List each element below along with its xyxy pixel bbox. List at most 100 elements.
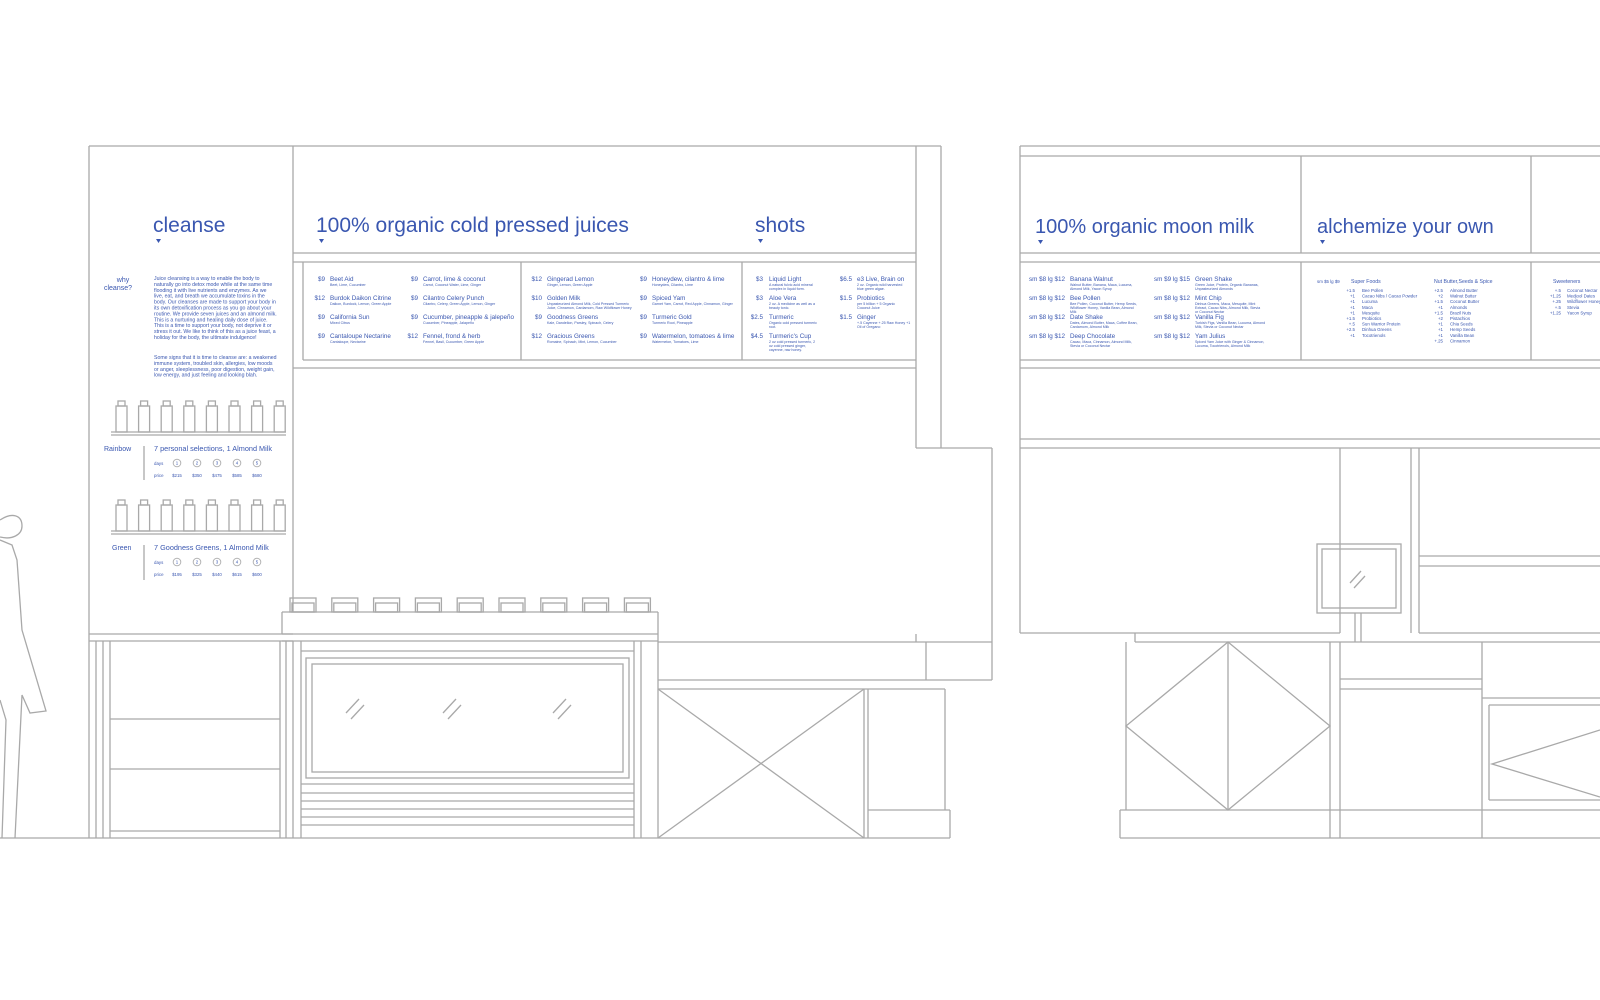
addon-name: Walnut Butter [1450,294,1477,299]
moon-milk-title: 100% organic moon milk [1035,216,1255,238]
day-number: 4 [236,461,239,466]
menu-item-ingredients: Unpasteurized Almonds [1195,287,1233,291]
menu-item-name: Banana Walnut [1070,276,1113,283]
menu-item-name: Carrot, lime & coconut [423,276,486,283]
menu-item-price: $9 [640,314,648,321]
rainbow-desc: 7 personal selections, 1 Almond Milk [154,444,272,453]
menu-item-ingredients: Milk, Stevia or Coconut Nectar [1195,325,1244,329]
register-counter [657,634,992,838]
menu-item-name: Probiotics [857,295,885,302]
why-cleanse-label-2: cleanse? [104,285,132,292]
addon-name: Almonds [1450,305,1468,310]
menu-item-name: Golden Milk [547,295,581,302]
menu-item-price: sm $8 lg $12 [1029,333,1066,340]
case-bottle [372,597,401,613]
addon-price: +1 [1438,327,1444,332]
juice-bottle [183,499,196,532]
addon-name: Chia Seeds [1450,322,1474,327]
juice-bottle [273,400,286,433]
addon-price: +1 [1350,310,1356,315]
menu-item-price: $9 [318,314,326,321]
cleanse-price: $475 [212,473,222,478]
day-circle [232,557,242,567]
menu-item-ingredients: 2 oz cold pressed turmeric, 2 [769,340,815,344]
menu-item-ingredients: Green Juice, Protein, Organic Bananas, [1195,283,1259,287]
addon-price: +1 [1350,294,1356,299]
menu-item-ingredients: Spiced Yam Juice with Ginger & Cinnamon, [1195,340,1264,344]
menu-item-name: Turmeric Gold [652,314,692,321]
cleanse-price: $350 [192,473,202,478]
menu-item-ingredients: Ginger, Lemon, Green Apple [547,283,593,287]
addon-name: Yacon Syrup [1567,310,1592,315]
case-bottle [331,597,359,613]
juice-bottle [160,400,173,433]
menu-item-ingredients: Watermelon, Tomatoes, Lime [652,340,699,344]
menu-item-name: Cantaloupe Nectarine [330,333,391,340]
menu-item-price: sm $8 lg $12 [1154,333,1191,340]
alchemize-title: alchemize your own [1317,216,1494,238]
menu-item-price: $9 [318,276,326,283]
menu-item-price: $2.5 [751,314,764,321]
caret-down-icon [319,239,324,243]
menu-item-price: $9 [411,295,419,302]
menu-item-price: sm $8 lg $12 [1029,314,1066,321]
addon-price: +2 [1438,316,1444,321]
left-cabinet [89,633,293,838]
cleanse-price: $440 [212,572,222,577]
menu-item-ingredients: Dates, Almond Butter, Maca, Coffee Bean, [1070,321,1137,325]
addon-name: Pistachios [1450,316,1471,321]
cleanse-title: cleanse [153,214,225,237]
why-cleanse-label-1: why [116,277,130,284]
menu-item-ingredients: per 5 billion + 5 Organic [857,302,895,306]
menu-item-ingredients: Cantaloupe, Nectarine [330,340,366,344]
right-elevation-linework [1019,145,1600,839]
day-circle [212,458,222,468]
addon-name: Medjool Dates [1567,294,1596,299]
green-days-label: days [154,560,164,565]
day-circle [192,557,202,567]
menu-item-name: Aloe Vera [769,295,797,302]
case-bottle [498,597,526,613]
addon-name: Wildflower Honey [1567,299,1600,304]
cleanse-body-line: routine. We provide seven juices and an … [154,311,277,317]
menu-item-ingredients: Dinhua Greens, Maca, Mesquite, Mint [1195,302,1255,306]
menu-item-price: sm $8 lg $12 [1029,295,1066,302]
addon-name: Almond Butter [1450,288,1478,293]
cleanse-price: $680 [252,473,262,478]
addon-price: +1 [1350,299,1356,304]
cleanse-panel: cleanse why cleanse? Juice cleansing is … [104,214,277,580]
cleanse-body-line: live, eat, and breath we accumulate toxi… [154,294,265,300]
menu-item-price: $9 [411,314,419,321]
menu-item-ingredients: +.5 Cayenne +.25 Raw Honey +1 [857,321,910,325]
menu-item-ingredients: Extract, Cacao Nibs, Almond Milk, Stevia [1195,306,1260,310]
addon-price: +1.5 [1434,299,1443,304]
menu-item-ingredients: Wildflower Honey, Vanilla Bean, Almond [1070,306,1134,310]
menu-item-name: Bee Pollen [1070,295,1101,302]
menu-item-ingredients: Honeydew, Cilantro, Lime [652,283,693,287]
green-label: Green [112,545,132,552]
addon-name: Sun Warrior Protein [1362,322,1401,327]
menu-item-price: $12 [531,276,542,283]
menu-item-name: Green Shake [1195,276,1233,283]
tablet-display [1316,543,1402,642]
menu-item-ingredients: Coconut Juice [857,306,880,310]
menu-item-price: sm $8 lg $12 [1154,295,1191,302]
menu-item-ingredients: Cucumber, Pineapple, Jalapeño [423,321,474,325]
cleanse-signs-line: Some signs that it is time to cleanse ar… [154,355,277,361]
day-number: 5 [256,461,259,466]
green-desc: 7 Goodness Greens, 1 Almond Milk [154,543,269,552]
cleanse-body-line: naturally go into detox mode while at th… [154,282,272,288]
menu-item-price: $10 [531,295,542,302]
juice-bottle [228,400,241,433]
cleanse-price: $325 [192,572,202,577]
menu-item-price: $1.5 [840,314,853,321]
menu-item-price: $1.5 [840,295,853,302]
case-bottle [623,597,652,613]
menu-item-price: $9 [640,295,648,302]
day-number: 5 [256,560,259,565]
menu-item-ingredients: Daikon, Burdock, Lemon, Green Apple [330,302,391,306]
sweeteners-title: Sweeteners [1553,279,1581,285]
menu-item-name: Fennel, frond & herb [423,333,481,340]
